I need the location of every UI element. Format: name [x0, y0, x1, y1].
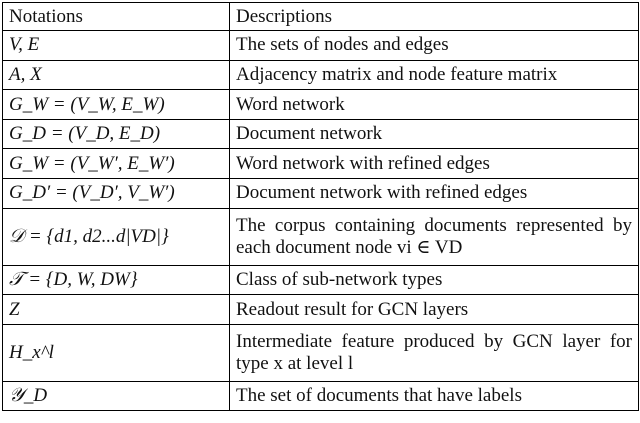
table-row: A, X Adjacency matrix and node feature m… — [2, 59, 639, 91]
notation-cell: 𝒴_D — [2, 380, 230, 412]
notation-cell: 𝒟 = {d1, d2...d|VD|} — [2, 207, 230, 266]
description-cell: The corpus containing documents represen… — [229, 207, 639, 266]
notation-cell: G_W = (V_W′, E_W′) — [2, 148, 230, 179]
notation-table: Notations Descriptions V, E The sets of … — [2, 2, 639, 412]
notation-cell: G_D′ = (V_D′, V_W′) — [2, 177, 230, 209]
table-row: 𝒴_D The set of documents that have label… — [2, 380, 639, 412]
notation-cell: Z — [2, 294, 230, 325]
notation-cell: G_D = (V_D, E_D) — [2, 118, 230, 150]
description-cell: Readout result for GCN layers — [229, 294, 639, 325]
table-row: H_x^l Intermediate feature produced by G… — [2, 323, 639, 382]
header-descriptions: Descriptions — [229, 2, 639, 31]
description-cell: The set of documents that have labels — [229, 380, 639, 412]
notation-cell: 𝒯 = {D, W, DW} — [2, 264, 230, 296]
notation-cell: H_x^l — [2, 323, 230, 382]
table-row: Z Readout result for GCN layers — [2, 294, 639, 325]
header-row: Notations Descriptions — [2, 2, 639, 31]
description-cell: Word network with refined edges — [229, 148, 639, 179]
table-row: G_D = (V_D, E_D) Document network — [2, 118, 639, 150]
notation-cell: V, E — [2, 30, 230, 61]
table-row: G_W = (V_W, E_W) Word network — [2, 89, 639, 120]
table-row: G_W = (V_W′, E_W′) Word network with ref… — [2, 148, 639, 179]
description-cell: Intermediate feature produced by GCN lay… — [229, 323, 639, 382]
table-row: G_D′ = (V_D′, V_W′) Document network wit… — [2, 177, 639, 209]
table-row: V, E The sets of nodes and edges — [2, 30, 639, 61]
description-cell: Document network with refined edges — [229, 177, 639, 209]
description-cell: Document network — [229, 118, 639, 150]
description-cell: Adjacency matrix and node feature matrix — [229, 59, 639, 91]
description-cell: Word network — [229, 89, 639, 120]
table-row: 𝒟 = {d1, d2...d|VD|} The corpus containi… — [2, 207, 639, 266]
table-row: 𝒯 = {D, W, DW} Class of sub-network type… — [2, 264, 639, 296]
description-cell: The sets of nodes and edges — [229, 30, 639, 61]
notation-cell: A, X — [2, 59, 230, 91]
description-cell: Class of sub-network types — [229, 264, 639, 296]
notation-cell: G_W = (V_W, E_W) — [2, 89, 230, 120]
header-notations: Notations — [2, 2, 230, 31]
